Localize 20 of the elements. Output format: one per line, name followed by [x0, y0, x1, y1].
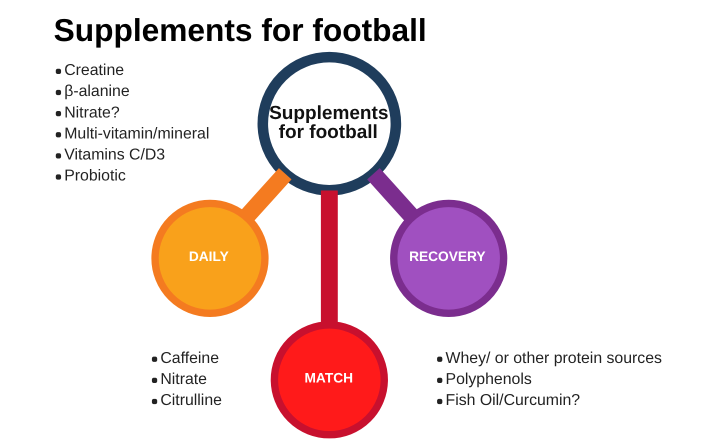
connector [320, 190, 338, 325]
node-label: Nitrate [160, 371, 206, 388]
node-label: Citrulline [160, 392, 222, 410]
node-label: Nitrate? [64, 104, 120, 122]
node-label: Fish Oil/Curcumin? [445, 392, 580, 410]
node-circle: RECOVERY [390, 200, 507, 317]
node-label: Whey/ or other protein sources [445, 350, 662, 367]
node-label: Creatine [64, 62, 124, 80]
node-label: Caffeine [160, 350, 219, 367]
connector [240, 168, 292, 222]
node-circle: Supplements for football [257, 52, 401, 196]
node-label: Polyphenols [445, 371, 532, 388]
node-circle: DAILY [150, 200, 268, 317]
diagram-title: Supplements for football [53, 12, 426, 48]
node-label: Multi-vitamin/mineral [64, 125, 209, 142]
connector [366, 168, 418, 222]
node-label: Probiotic [64, 168, 126, 185]
node-label: β-alanine [64, 83, 130, 100]
node-label: Vitamins C/D3 [64, 146, 165, 164]
node-circle: MATCH [270, 321, 388, 438]
